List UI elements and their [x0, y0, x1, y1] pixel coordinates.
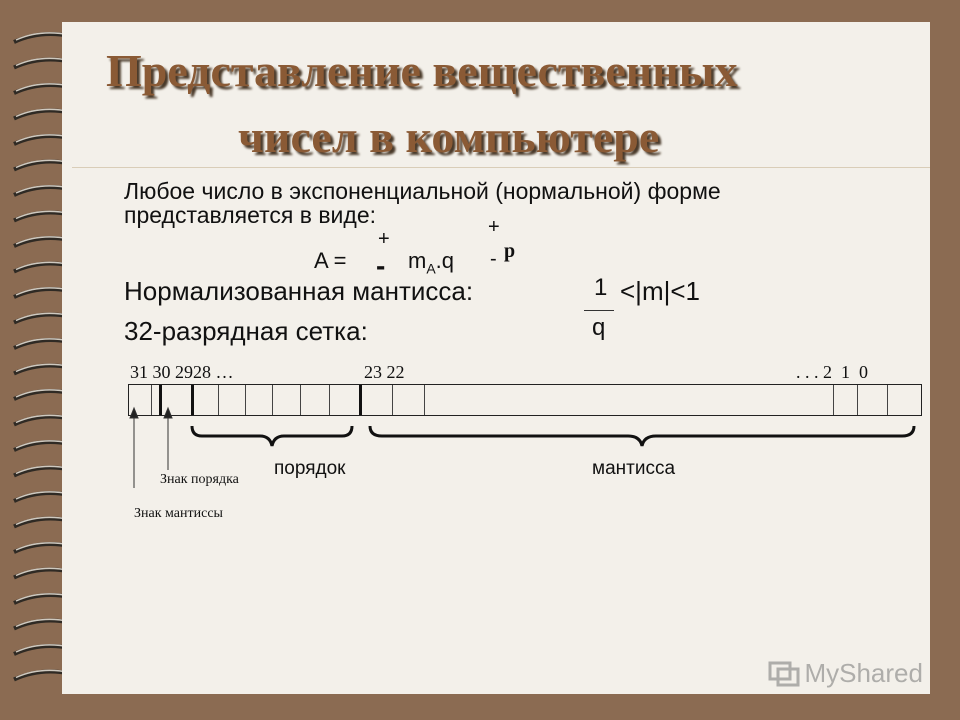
bit-cell-divider: [424, 385, 425, 415]
bit-cell-divider: [857, 385, 858, 415]
bit-cell-divider: [300, 385, 301, 415]
sign-bit-divider: [159, 385, 162, 415]
watermark-text: MyShared: [804, 658, 923, 688]
formula-sign-minus: -: [376, 250, 386, 281]
order-mantissa-divider: [359, 385, 362, 415]
mantissa-brace: [368, 425, 916, 447]
mantissa-sign-label: Знак мантиссы: [134, 506, 223, 521]
formula-exp-p: p: [504, 240, 516, 262]
bit-cell-divider: [151, 385, 152, 415]
watermark-logo-icon: [768, 661, 800, 686]
bit-cell-divider: [272, 385, 273, 415]
mantissa-label: мантисса: [592, 458, 676, 479]
bit-cell-divider: [392, 385, 393, 415]
intro-line-1: Любое число в экспоненциальной (нормальн…: [124, 178, 721, 204]
watermark: MyShared: [768, 658, 923, 689]
title-divider: [72, 167, 930, 168]
fraction-numerator: 1: [594, 274, 608, 301]
bit-numbers-middle: 23 22: [364, 362, 405, 382]
slide: Представление вещественных чисел в компь…: [62, 22, 930, 694]
inequality: <|m|<1: [620, 276, 700, 306]
annotation-overlay: [129, 406, 916, 488]
bit-grid-label: 32-разрядная сетка:: [124, 316, 368, 346]
formula-m: mA.q: [408, 248, 454, 276]
intro-line-2: представляется в виде:: [124, 202, 377, 228]
order-sign-label: Знак порядка: [160, 472, 239, 487]
slide-title-line-1: Представление вещественных: [106, 45, 738, 96]
formula-m-letter: m: [408, 248, 427, 273]
mantissa-sign-arrow-head: [129, 406, 139, 419]
bit-cell-divider: [218, 385, 219, 415]
bit-cell-divider: [833, 385, 834, 415]
bit-numbers-left: 31 30 2928 …: [130, 362, 234, 382]
bit-cell-divider: [329, 385, 330, 415]
bit-numbers-right: . . . 2 1 0: [796, 362, 868, 382]
formula-q: .q: [435, 248, 455, 273]
formula-lhs: A =: [314, 248, 347, 273]
bit-grid: [128, 384, 922, 416]
fraction-bar: [584, 310, 614, 311]
order-sign-divider: [191, 385, 194, 415]
bit-cell-divider: [887, 385, 888, 415]
normalized-mantissa-label: Нормализованная мантисса:: [124, 276, 474, 306]
order-sign-arrow-head: [163, 406, 173, 419]
formula-exp-minus: -: [490, 248, 497, 270]
fraction-denominator: q: [592, 314, 606, 341]
order-label: порядок: [274, 458, 346, 479]
slide-title-line-2: чисел в компьютере: [238, 111, 660, 162]
formula-sign-plus: +: [378, 228, 390, 250]
order-brace: [190, 425, 354, 447]
formula-exp-plus: +: [488, 216, 500, 238]
bit-cell-divider: [245, 385, 246, 415]
formula-subscript: A: [426, 260, 436, 277]
